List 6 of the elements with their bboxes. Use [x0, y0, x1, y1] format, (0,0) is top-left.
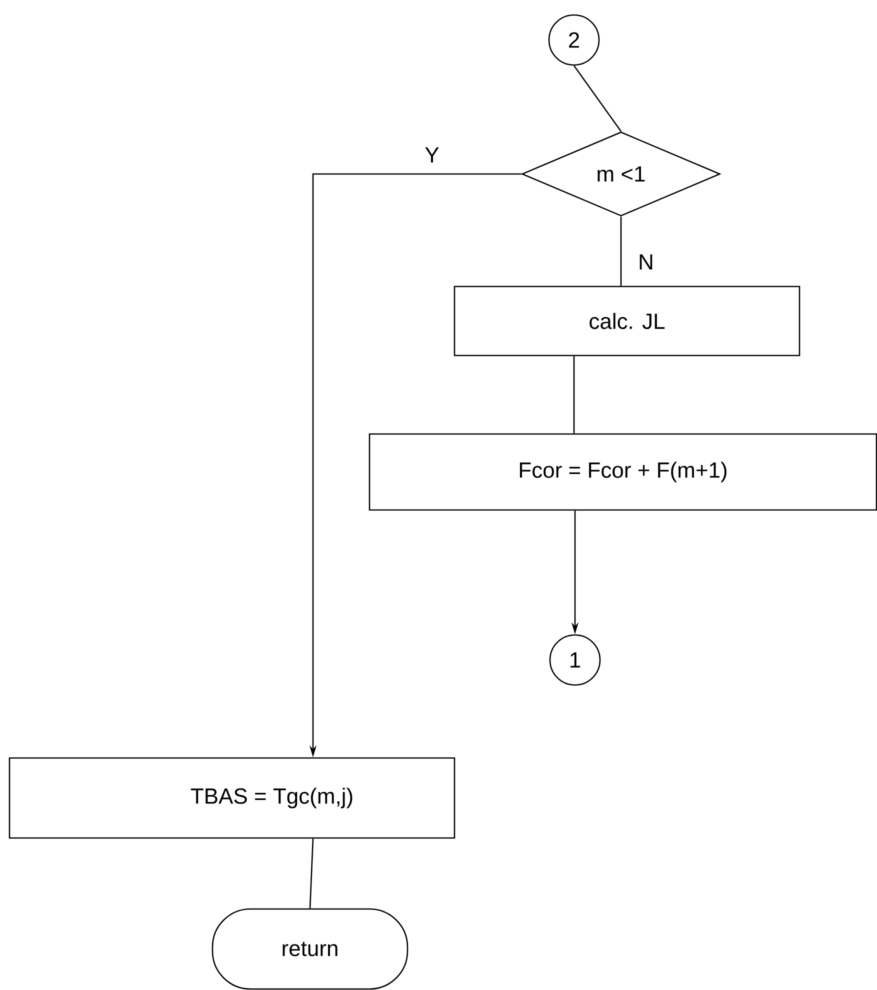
terminal-box: return	[212, 908, 408, 990]
edge-label: N	[637, 253, 655, 271]
process-box: calc. JL	[454, 286, 800, 356]
process-box: TBAS = Tgc(m,j)	[8, 757, 456, 839]
edge-label: Y	[424, 146, 440, 164]
process-box: Fcor = Fcor + F(m+1)	[368, 433, 877, 511]
